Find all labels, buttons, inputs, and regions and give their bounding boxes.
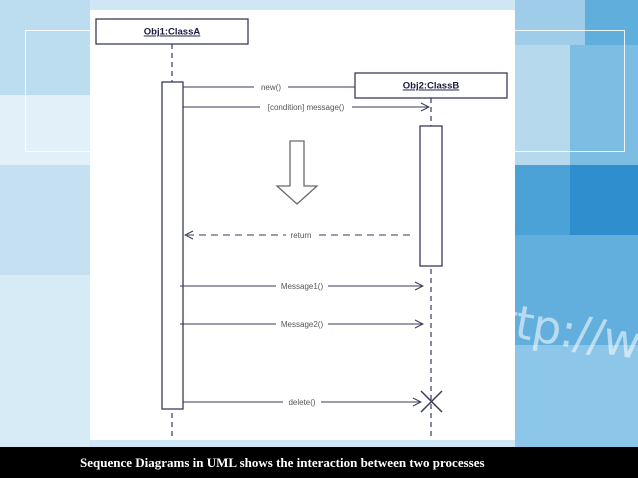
message-2-label: Message2() bbox=[281, 320, 324, 329]
object-b-label: Obj2:ClassB bbox=[403, 81, 460, 92]
bg-tile bbox=[0, 165, 90, 275]
object-a-label: Obj1:ClassA bbox=[144, 27, 201, 38]
label-backdrop bbox=[283, 396, 321, 407]
bg-tile bbox=[570, 165, 638, 235]
message-return-label: return bbox=[291, 231, 312, 240]
bg-tile bbox=[515, 235, 638, 345]
message-new-label: new() bbox=[261, 83, 281, 92]
object-b-box bbox=[354, 72, 508, 99]
slide-caption: Sequence Diagrams in UML shows the inter… bbox=[0, 447, 638, 478]
bg-tile bbox=[515, 165, 570, 235]
object-a-box bbox=[95, 18, 249, 45]
activation-b bbox=[419, 125, 443, 267]
label-backdrop bbox=[286, 229, 316, 240]
bg-tile bbox=[515, 0, 585, 45]
destroy-x-icon bbox=[420, 390, 443, 413]
message-1-label: Message1() bbox=[281, 282, 324, 291]
label-backdrop bbox=[260, 101, 352, 112]
bg-tile bbox=[0, 0, 90, 95]
label-backdrop bbox=[276, 280, 328, 291]
bg-tile bbox=[515, 45, 570, 165]
bg-tile bbox=[0, 95, 90, 165]
diagram-panel: Obj1:ClassA Obj2:ClassB new() [condition… bbox=[90, 10, 515, 440]
down-arrow-icon bbox=[275, 140, 319, 205]
activation-a bbox=[161, 81, 184, 410]
bg-tile bbox=[585, 0, 638, 45]
bg-tile bbox=[515, 345, 638, 447]
bg-tile bbox=[0, 275, 90, 447]
message-delete-label: delete() bbox=[288, 398, 315, 407]
label-backdrop bbox=[276, 318, 328, 329]
bg-tile bbox=[570, 45, 638, 165]
label-backdrop bbox=[254, 81, 288, 92]
message-condition-label: [condition] message() bbox=[268, 103, 345, 112]
sequence-diagram: Obj1:ClassA Obj2:ClassB new() [condition… bbox=[95, 18, 508, 440]
